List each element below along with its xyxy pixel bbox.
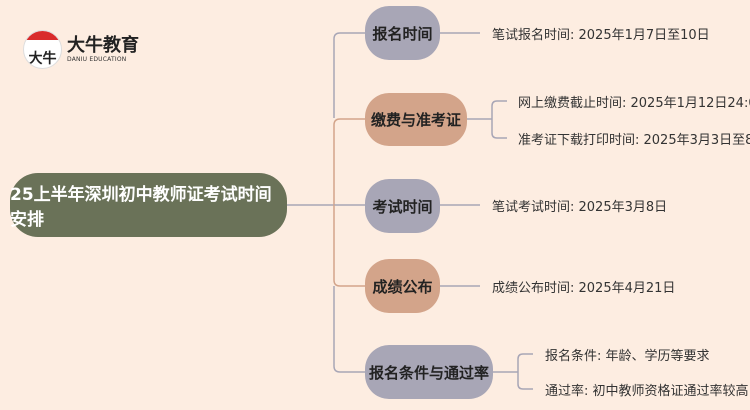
branch-exam-time[interactable]: 考试时间 [365, 179, 440, 233]
logo: 大牛 大牛教育 DANIU EDUCATION [23, 30, 139, 69]
root-node[interactable]: 25上半年深圳初中教师证考试时间安排 [10, 173, 287, 237]
leaf-payment-deadline: 网上缴费截止时间: 2025年1月12日24:00 [518, 96, 750, 111]
branch-registration-time[interactable]: 报名时间 [365, 6, 440, 60]
leaf-pass-rate: 通过率: 初中教师资格证通过率较高 [545, 384, 749, 399]
logo-badge: 大牛 [23, 30, 62, 69]
leaf-admission-print: 准考证下载打印时间: 2025年3月3日至8日 [518, 133, 750, 148]
logo-subtitle: DANIU EDUCATION [67, 56, 127, 63]
branch-conditions-pass-rate[interactable]: 报名条件与通过率 [365, 345, 493, 399]
logo-name: 大牛教育 [67, 35, 139, 56]
branch-score-release[interactable]: 成绩公布 [365, 259, 440, 313]
leaf-conditions: 报名条件: 年龄、学历等要求 [545, 349, 710, 364]
branch-payment-admission[interactable]: 缴费与准考证 [365, 93, 467, 146]
leaf-score-date: 成绩公布时间: 2025年4月21日 [492, 281, 676, 296]
leaf-exam-date: 笔试考试时间: 2025年3月8日 [492, 200, 668, 215]
leaf-registration-date: 笔试报名时间: 2025年1月7日至10日 [492, 28, 710, 43]
